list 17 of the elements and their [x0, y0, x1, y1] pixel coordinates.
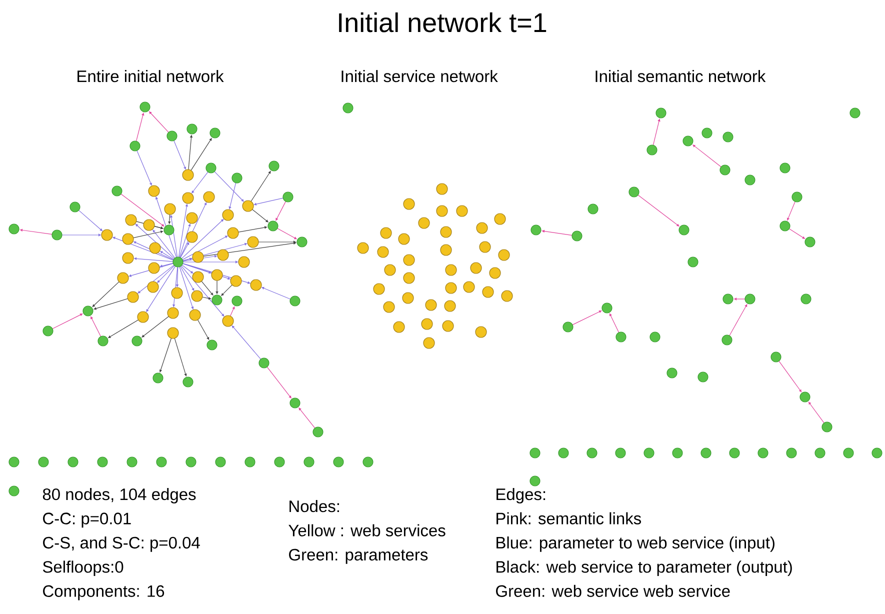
note-text: Nodes:	[290, 500, 339, 512]
title: Initial network t=1	[339, 12, 546, 32]
note-text: Blue: parameter to web service (input)	[496, 536, 774, 552]
note-text: Green: parameters	[289, 548, 428, 564]
note-text: Edges:	[496, 488, 546, 504]
panel-heading: Initial semantic network	[596, 70, 766, 82]
panel-heading: Initial service network	[342, 70, 498, 82]
note-text: C-S, and S-C: p=0.04	[43, 536, 200, 552]
panel-heading: Entire initial network	[78, 70, 224, 82]
note-text: Selfloops:0	[42, 560, 124, 576]
note-text: Components: 16	[43, 585, 164, 600]
note-text: Green: web service web service	[496, 584, 730, 597]
note-text: 80 nodes, 104 edges	[42, 488, 196, 504]
note-text: Yellow : web services	[288, 524, 446, 536]
note-text: Pink: semantic links	[496, 512, 641, 524]
note-text: C-C: p=0.01	[43, 512, 131, 528]
note-text: Black: web service to parameter (output)	[496, 560, 792, 576]
